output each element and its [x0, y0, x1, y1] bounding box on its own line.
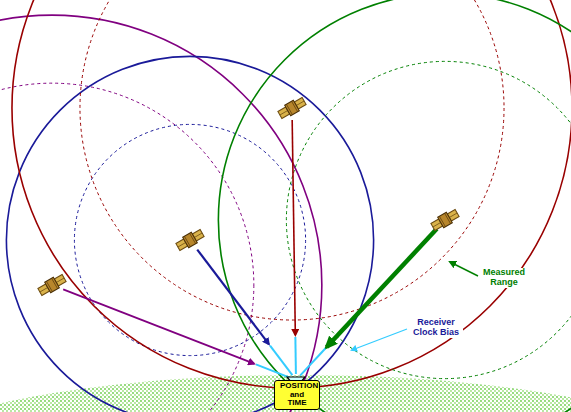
earth-ground	[0, 375, 571, 412]
range-rays	[63, 120, 437, 378]
clock-bias-segment	[270, 346, 292, 375]
leader-line	[450, 262, 478, 276]
satellite-icon	[277, 96, 307, 120]
range-circle	[0, 15, 322, 412]
range-circle	[218, 0, 571, 412]
clock-bias-segment	[300, 349, 325, 376]
true-range-circle	[286, 61, 571, 378]
measured-range-arrow	[63, 289, 254, 363]
satellites	[37, 96, 460, 297]
clock-bias-segment	[294, 337, 297, 374]
measured-range-arrow	[197, 250, 269, 345]
annotation-label: Receiver Clock Bias	[409, 318, 463, 338]
true-range-circle	[0, 83, 254, 412]
annotation-label: Measured Range	[480, 268, 528, 288]
measured-range-arrow	[292, 120, 295, 335]
satellite-icon	[37, 273, 67, 297]
box-label: POSITION and TIME	[280, 382, 314, 407]
result-box: POSITION and TIME	[274, 380, 320, 410]
satellite-icon	[175, 228, 205, 252]
satellite-icon	[430, 208, 460, 232]
leader-line	[352, 329, 407, 350]
range-circle	[6, 56, 373, 412]
range-circle	[12, 0, 571, 388]
